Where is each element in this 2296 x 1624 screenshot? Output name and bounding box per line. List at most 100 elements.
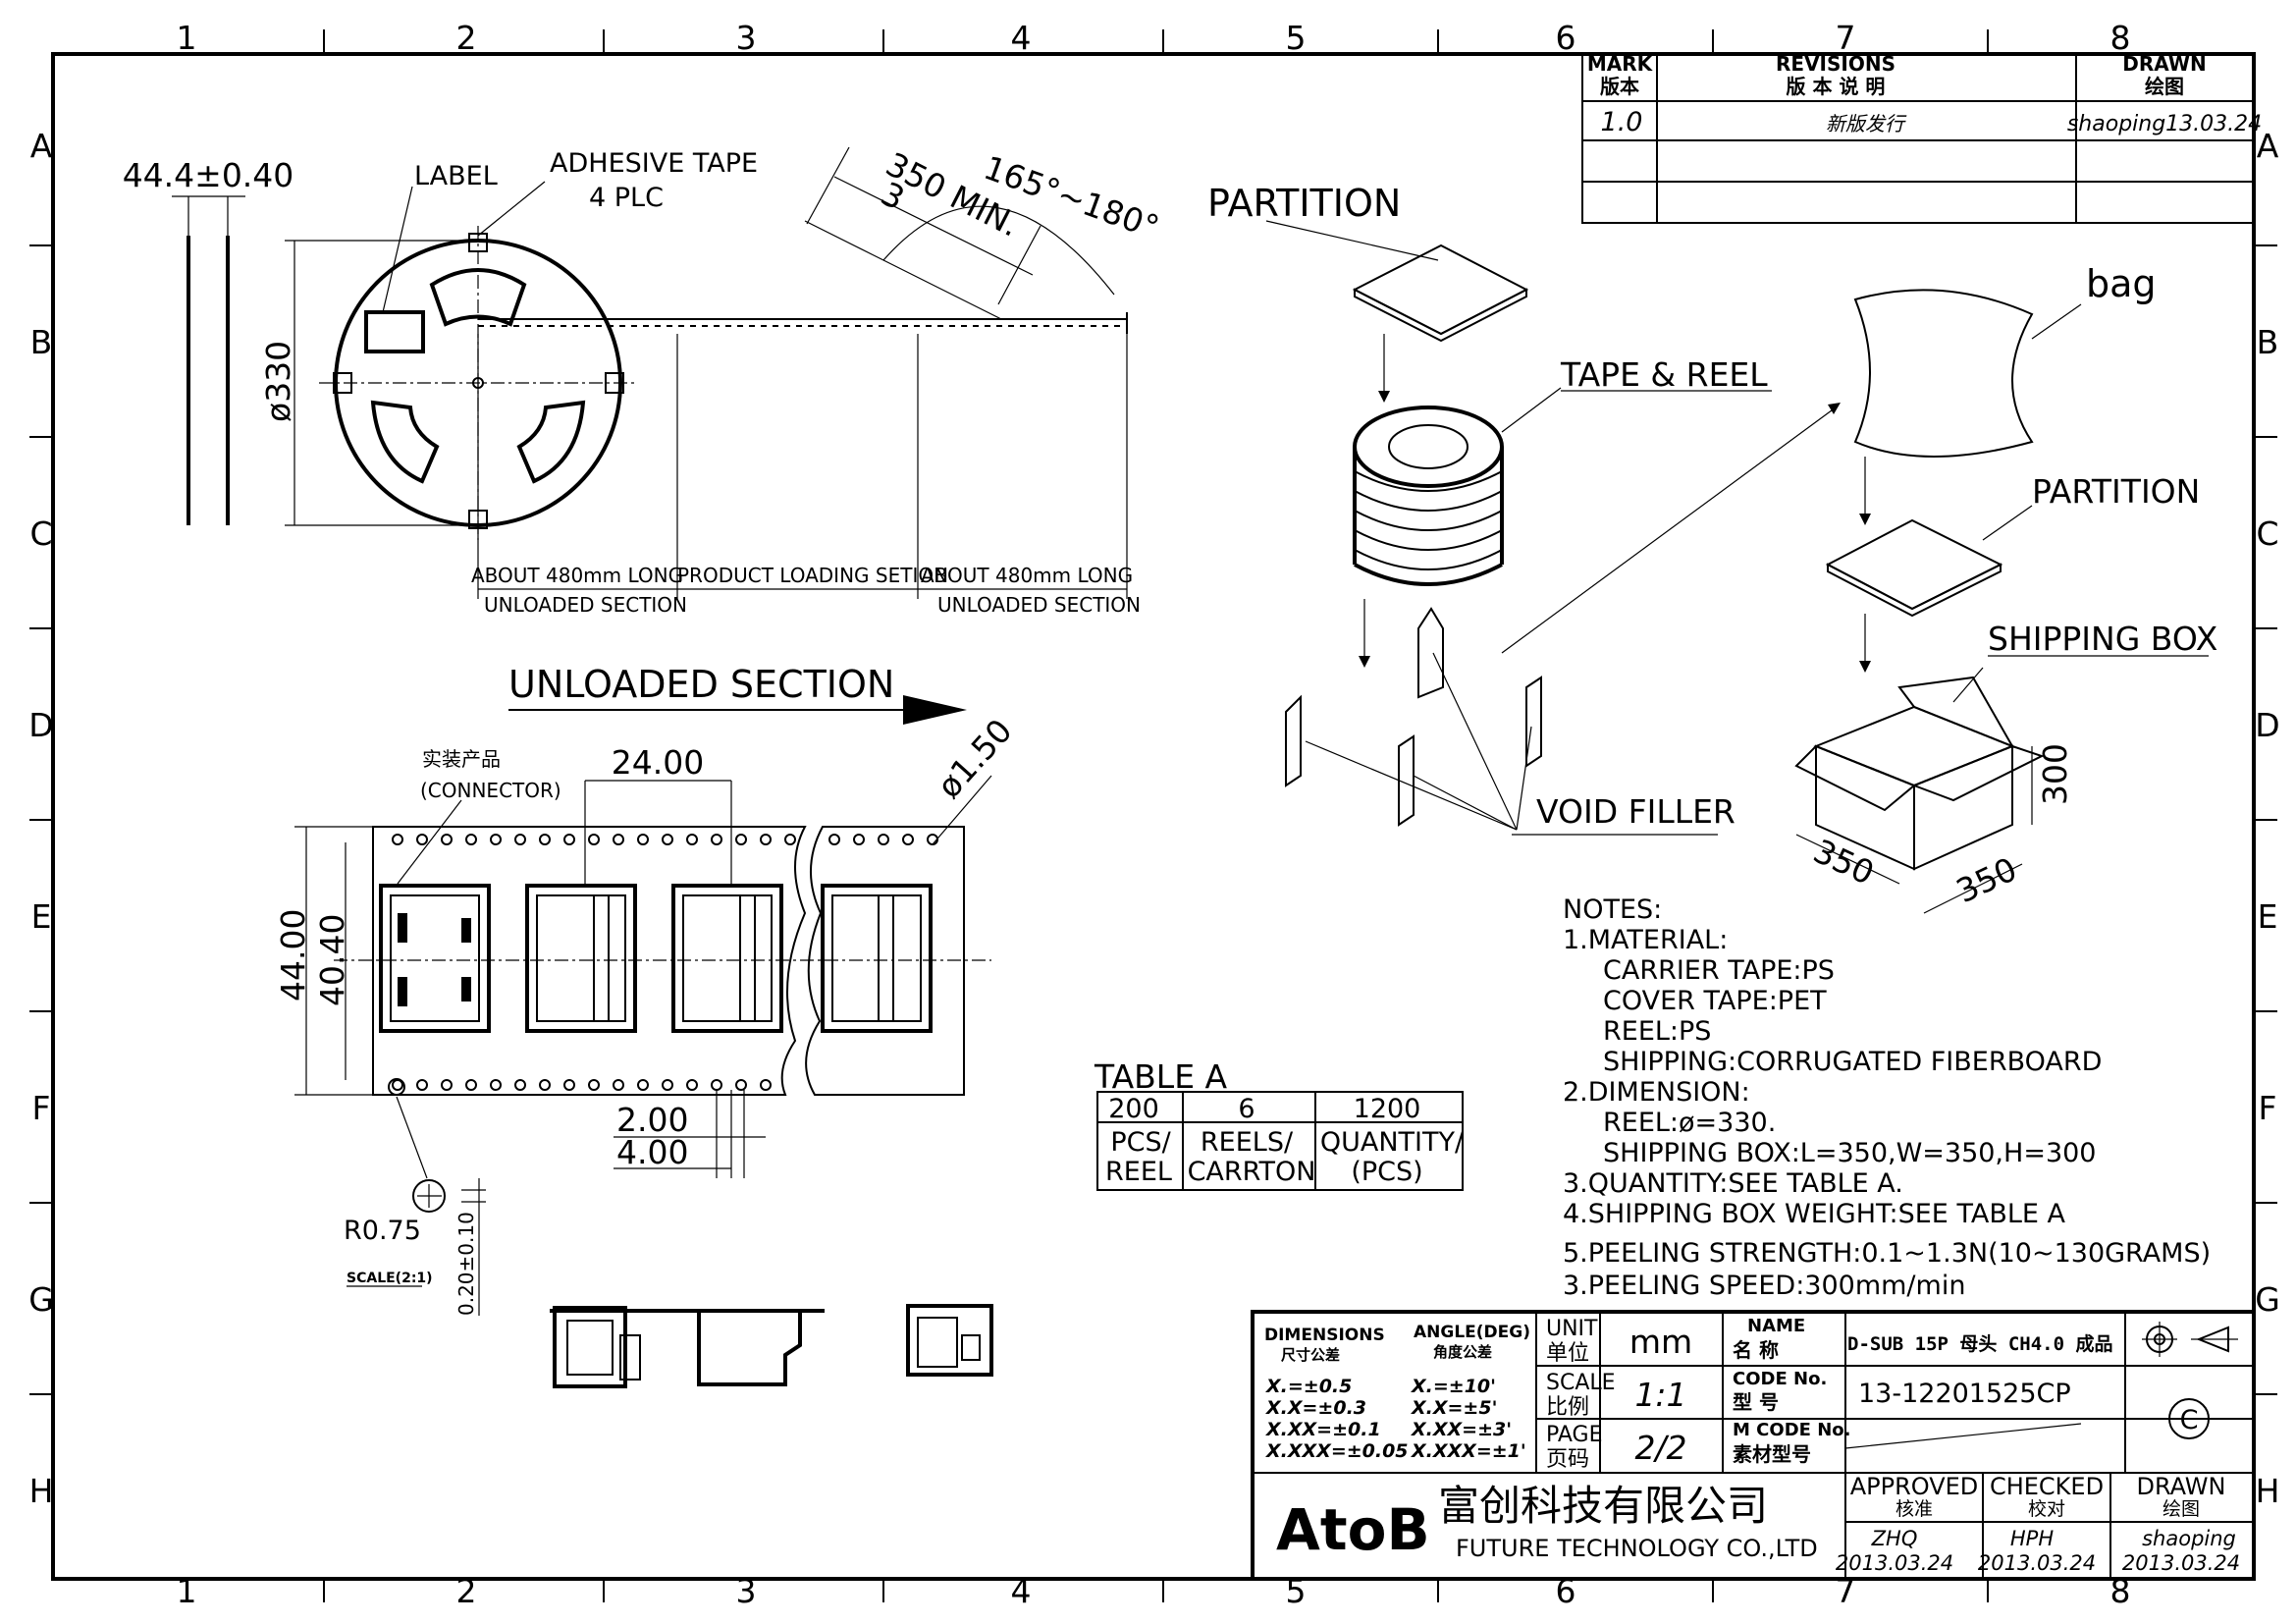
ang-tol: X.X=±5' bbox=[1411, 1397, 1497, 1419]
reel-front-view: LABEL ADHESIVE TAPE 4 PLC ø330 bbox=[259, 148, 758, 540]
note-line: SHIPPING BOX:L=350,W=350,H=300 bbox=[1603, 1138, 2096, 1168]
box-length-dim: 350 bbox=[1808, 832, 1881, 893]
unloaded-section-heading: UNLOADED SECTION bbox=[508, 663, 967, 725]
col-label: 6 bbox=[1556, 19, 1576, 57]
drawn-label: DRAWN bbox=[2137, 1473, 2226, 1500]
box-width-dim: 350 bbox=[1950, 849, 2023, 910]
copyright-mark: C bbox=[2180, 1405, 2199, 1435]
rev-mark: 1.0 bbox=[1601, 107, 1643, 137]
row-label: D bbox=[28, 706, 53, 744]
note-line: 4.SHIPPING BOX WEIGHT:SEE TABLE A bbox=[1563, 1199, 2066, 1229]
checked-label-cn: 校对 bbox=[2028, 1498, 2065, 1520]
bag-icon bbox=[1853, 289, 2034, 458]
table-a-label: PCS/ bbox=[1110, 1127, 1171, 1158]
product-cn-label: 实装产品 bbox=[422, 747, 501, 771]
page-label-cn: 页码 bbox=[1546, 1447, 1589, 1472]
rev-drawn-header: DRAWN bbox=[2122, 52, 2206, 76]
carrier-tape-detail: 实装产品 (CONNECTOR) 24.00 ø1.50 44.00 40.40… bbox=[274, 712, 1020, 1316]
drawn-label-cn: 绘图 bbox=[2163, 1498, 2200, 1520]
copyright-icon bbox=[2168, 1398, 2210, 1439]
col-label: 4 bbox=[1011, 19, 1032, 57]
row-label: H bbox=[29, 1472, 54, 1510]
approved-label: APPROVED bbox=[1850, 1473, 1979, 1500]
checked-label: CHECKED bbox=[1990, 1473, 2104, 1500]
ang-tol: X.=±10' bbox=[1411, 1376, 1496, 1397]
revision-block: MARK 版本 REVISIONS 版 本 说 明 DRAWN 绘图 1.0 新… bbox=[1581, 52, 2263, 224]
hole-detail-icon bbox=[412, 1179, 446, 1213]
row-label: E bbox=[2258, 897, 2278, 936]
checked-by: HPH bbox=[2010, 1527, 2054, 1550]
row-label: F bbox=[32, 1089, 51, 1127]
scale-value: 1:1 bbox=[1634, 1376, 1686, 1414]
name-label: NAME bbox=[1747, 1316, 1805, 1336]
notes: NOTES: 1.MATERIAL: CARRIER TAPE:PS COVER… bbox=[1563, 894, 2211, 1301]
note-line: 3.QUANTITY:SEE TABLE A. bbox=[1563, 1168, 1903, 1199]
col-label: 1 bbox=[177, 1572, 197, 1610]
tape-min-length-3: 3 bbox=[875, 174, 910, 217]
ang-tol: X.XX=±3' bbox=[1411, 1419, 1512, 1440]
tape-leader: ABOUT 480mm LONG PRODUCT LOADING SETION … bbox=[471, 144, 1164, 617]
row-label: B bbox=[30, 323, 53, 361]
company-name-en: FUTURE TECHNOLOGY CO.,LTD bbox=[1456, 1535, 1818, 1562]
adhesive-tape-plc: 4 PLC bbox=[589, 183, 664, 213]
rev-drawn: shaoping13.03.24 bbox=[2067, 112, 2262, 136]
col-label: 4 bbox=[1011, 1572, 1032, 1610]
rev-drawn-header-cn: 绘图 bbox=[2145, 75, 2184, 98]
radius-dim: R0.75 bbox=[344, 1216, 421, 1246]
row-label: B bbox=[2257, 323, 2279, 361]
table-a-value: 200 bbox=[1108, 1094, 1159, 1124]
connector-side-views bbox=[550, 1304, 993, 1388]
name-label-cn: 名 称 bbox=[1733, 1338, 1779, 1362]
projection-symbol-icon bbox=[2142, 1322, 2238, 1357]
tape-reel-label: TAPE & REEL bbox=[1560, 355, 1768, 394]
void-filler-label: VOID FILLER bbox=[1536, 792, 1735, 831]
table-a-label: REEL bbox=[1105, 1157, 1172, 1187]
reel-label-box bbox=[364, 310, 425, 353]
reel-label-callout: LABEL bbox=[414, 161, 498, 191]
col-label: 8 bbox=[2110, 1572, 2131, 1610]
mcode-label-cn: 素材型号 bbox=[1733, 1442, 1811, 1466]
note-line: 2.DIMENSION: bbox=[1563, 1077, 1750, 1108]
page-value: 2/2 bbox=[1634, 1429, 1686, 1467]
approved-by: ZHQ bbox=[1871, 1527, 1918, 1550]
pitch-dim: 24.00 bbox=[612, 743, 704, 782]
approved-date: 2013.03.24 bbox=[1836, 1551, 1953, 1575]
rev-mark-header-cn: 版本 bbox=[1600, 75, 1639, 98]
row-label: C bbox=[29, 514, 52, 553]
row-label: A bbox=[2257, 127, 2279, 165]
table-a-title: TABLE A bbox=[1094, 1057, 1228, 1096]
note-line: 1.MATERIAL: bbox=[1563, 925, 1728, 955]
drawn-date: 2013.03.24 bbox=[2122, 1551, 2240, 1575]
ang-tol-header: ANGLE(DEG) bbox=[1414, 1323, 1530, 1342]
col-label: 5 bbox=[1286, 19, 1307, 57]
table-a-value: 1200 bbox=[1354, 1094, 1421, 1124]
drawing-frame: 1 2 3 4 5 6 7 8 1 2 3 4 5 6 7 8 A B C D … bbox=[28, 19, 2280, 1610]
col-label: 1 bbox=[177, 19, 197, 57]
code-label: CODE No. bbox=[1733, 1369, 1827, 1389]
table-a-value: 6 bbox=[1238, 1094, 1255, 1124]
product-loading-label: PRODUCT LOADING SETION bbox=[677, 564, 948, 587]
reel-side-view: 44.4±0.40 bbox=[123, 156, 294, 525]
dim-tol: X.=±0.5 bbox=[1265, 1376, 1352, 1397]
scale-field-label-cn: 比例 bbox=[1546, 1395, 1589, 1420]
table-a-label: REELS/ bbox=[1201, 1127, 1294, 1158]
scale-field-label: SCALE bbox=[1546, 1371, 1616, 1395]
col-label: 3 bbox=[736, 1572, 757, 1610]
sprocket-holes bbox=[392, 834, 938, 1091]
col-label: 7 bbox=[1836, 1572, 1856, 1610]
bag-label: bag bbox=[2086, 262, 2157, 305]
col-label: 3 bbox=[736, 19, 757, 57]
hole-dim: ø1.50 bbox=[930, 712, 1020, 806]
dim-tol: X.X=±0.3 bbox=[1265, 1397, 1366, 1419]
table-a-label: CARRTON bbox=[1188, 1157, 1316, 1187]
company-logo: AtoB bbox=[1276, 1496, 1430, 1563]
tape-width-dim: 44.00 bbox=[274, 909, 312, 1001]
revision-row: 1.0 新版发行 shaoping13.03.24 bbox=[1601, 107, 2263, 137]
drawn-by: shaoping bbox=[2142, 1527, 2236, 1550]
row-label: C bbox=[2256, 514, 2278, 553]
dim-tol: X.XXX=±0.05 bbox=[1265, 1440, 1409, 1462]
ang-tol: X.XXX=±1' bbox=[1411, 1440, 1526, 1462]
row-label: G bbox=[28, 1280, 54, 1319]
reel-diameter: ø330 bbox=[259, 341, 297, 422]
row-label: A bbox=[30, 127, 53, 165]
